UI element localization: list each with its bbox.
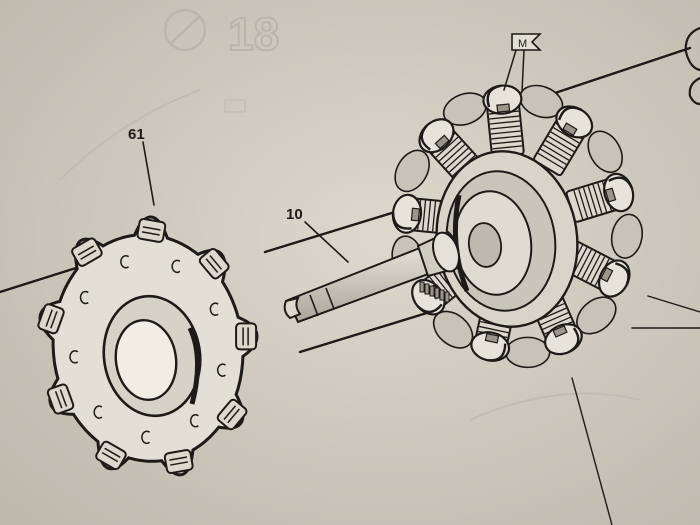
ring-lobe-block <box>37 303 65 335</box>
engine-rear-cylinder-head <box>610 213 644 259</box>
ring-hub-shadow <box>187 326 201 405</box>
callout-10: 10 <box>286 206 349 263</box>
ring-c-mark <box>189 414 199 428</box>
ring-c-mark <box>209 302 219 316</box>
ghost-page-number: 18 <box>228 8 279 60</box>
engine-rear-cylinder-head <box>394 149 430 193</box>
engine-gear-tooth <box>419 281 425 293</box>
ring-c-mark <box>120 255 130 269</box>
cowling-ring-part-61 <box>37 215 259 477</box>
engine-gear-tooth <box>434 287 440 299</box>
ring-lobe-block <box>216 398 248 431</box>
engine-gear-tooth <box>439 289 445 301</box>
shaft-part-10 <box>283 230 460 324</box>
engine-rear-cylinder-head <box>504 336 551 369</box>
callout-61: 61 <box>128 126 155 206</box>
engine-gear-tooth <box>429 285 435 297</box>
leader-lines-right <box>571 295 700 525</box>
engine-hub <box>467 222 503 268</box>
engine-gear-tooth <box>444 291 450 303</box>
edge-part-fragment <box>684 26 700 106</box>
engine-rear-cylinder-head <box>432 310 474 349</box>
ring-c-mark <box>69 350 79 364</box>
engine-gear-tooth <box>424 283 430 295</box>
ring-lobe-block <box>163 449 194 475</box>
ring-lobe-block <box>95 440 127 471</box>
bleed-through-ghost: 18 <box>59 7 641 421</box>
ring-lobe-block <box>235 322 258 351</box>
ring-c-mark <box>216 363 226 377</box>
ring-hub-hole <box>114 318 178 402</box>
engine-cylinder <box>533 105 594 177</box>
ring-lobe-block <box>46 383 75 415</box>
ring-lobe-block <box>136 217 167 243</box>
engine-rear-cylinder-head <box>587 130 623 174</box>
ring-c-mark <box>141 430 151 445</box>
callout-m-flag: M <box>503 33 542 93</box>
ring-c-mark <box>171 259 181 274</box>
ring-lobe-block <box>71 237 103 267</box>
ring-c-mark <box>79 290 89 305</box>
label-part-61: 61 <box>128 126 145 143</box>
ring-lobe-block <box>198 247 230 280</box>
label-part-10: 10 <box>286 206 303 223</box>
ring-c-mark <box>93 405 103 419</box>
label-flag-m: M <box>518 38 527 50</box>
